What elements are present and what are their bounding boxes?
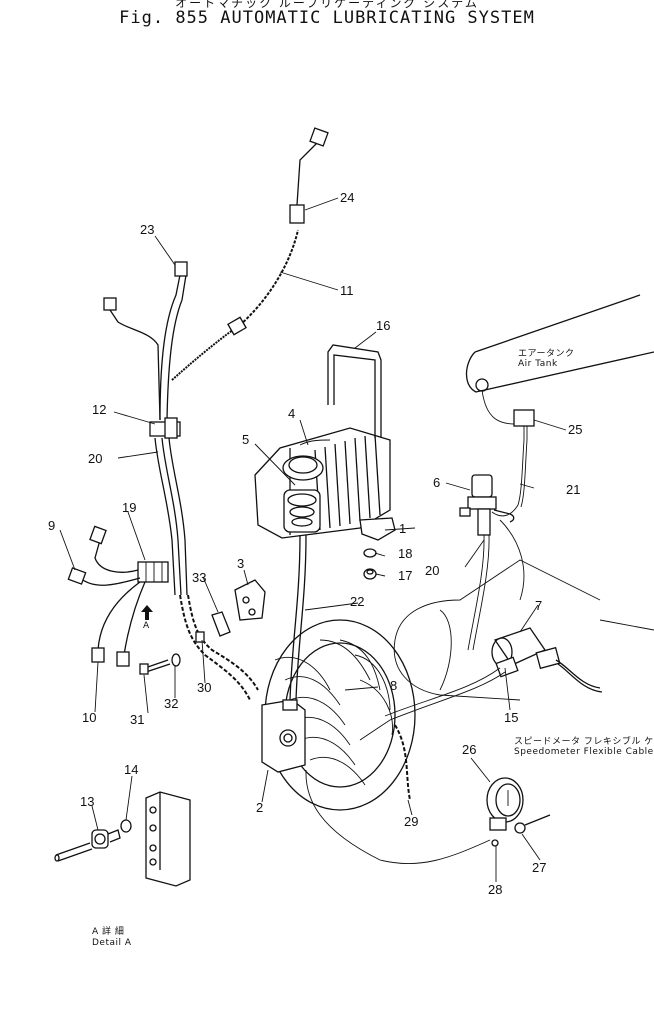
callout-21: 21 [566, 482, 580, 497]
pump-assembly [261, 619, 416, 811]
callout-4: 4 [288, 406, 295, 421]
callout-numbers: 1 2 3 4 5 6 7 8 9 10 11 12 13 14 15 16 1… [48, 190, 582, 897]
callout-1: 1 [399, 521, 406, 536]
callout-20-upper: 20 [88, 451, 102, 466]
clip [195, 631, 205, 643]
callout-13: 13 [80, 794, 94, 809]
callout-18: 18 [398, 546, 412, 561]
callout-24: 24 [340, 190, 354, 205]
transmission-housing [393, 519, 654, 701]
air-tank [465, 294, 654, 425]
leader-lines [59, 197, 567, 882]
callout-20-lower: 20 [425, 563, 439, 578]
air-valve [491, 409, 535, 517]
arrow-a-label: A [143, 621, 150, 631]
callout-29: 29 [404, 814, 418, 829]
speedometer-label-en: Speedometer Flexible Cable [514, 747, 654, 757]
supply-tube [289, 534, 301, 701]
callout-25: 25 [568, 422, 582, 437]
detail-a-manifold [54, 791, 191, 887]
callout-28: 28 [488, 882, 502, 897]
callout-9: 9 [48, 518, 55, 533]
figure-title: Fig. 855 AUTOMATIC LUBRICATING SYSTEM [119, 8, 535, 28]
callout-23: 23 [140, 222, 154, 237]
grease-tank [254, 427, 391, 539]
callout-27: 27 [532, 860, 546, 875]
callout-17: 17 [398, 568, 412, 583]
speedometer-sender [491, 627, 603, 693]
callout-10: 10 [82, 710, 96, 725]
callout-30: 30 [197, 680, 211, 695]
control-valve [459, 474, 515, 651]
pressure-gauge [305, 769, 551, 865]
callout-19: 19 [122, 500, 136, 515]
tank-handle [327, 344, 382, 438]
callout-8: 8 [390, 678, 397, 693]
detail-a-label-jp: A 詳 細 [92, 925, 124, 937]
air-tank-label-jp: エアータンク [518, 348, 574, 359]
annotations: エアータンク Air Tank スピードメータ フレキシブル ケーブル Spee… [92, 348, 654, 948]
bolt-and-washer [139, 653, 181, 675]
callout-26: 26 [462, 742, 476, 757]
callout-2: 2 [256, 800, 263, 815]
speedometer-label-jp: スピードメータ フレキシブル ケーブル [514, 735, 654, 747]
lower-harness [394, 724, 411, 801]
callout-3: 3 [237, 556, 244, 571]
air-tank-label-en: Air Tank [518, 359, 558, 369]
detail-a-label-en: Detail A [92, 938, 132, 948]
spacer [211, 611, 231, 637]
callout-11: 11 [340, 283, 354, 298]
tank-bracket [359, 517, 396, 580]
callout-22: 22 [350, 594, 364, 609]
hose-connector [359, 656, 519, 741]
callout-14: 14 [124, 762, 138, 777]
callout-31: 31 [130, 712, 144, 727]
callout-32: 32 [164, 696, 178, 711]
callout-12: 12 [92, 402, 106, 417]
wire-harness [67, 127, 329, 701]
title-japanese: オートマチック ルーブリケーティング システム [175, 0, 479, 10]
callout-33: 33 [192, 570, 206, 585]
callout-6: 6 [433, 475, 440, 490]
callout-15: 15 [504, 710, 518, 725]
callout-7: 7 [535, 598, 542, 613]
callout-5: 5 [242, 432, 249, 447]
mounting-bracket [234, 579, 266, 621]
callout-16: 16 [376, 318, 390, 333]
